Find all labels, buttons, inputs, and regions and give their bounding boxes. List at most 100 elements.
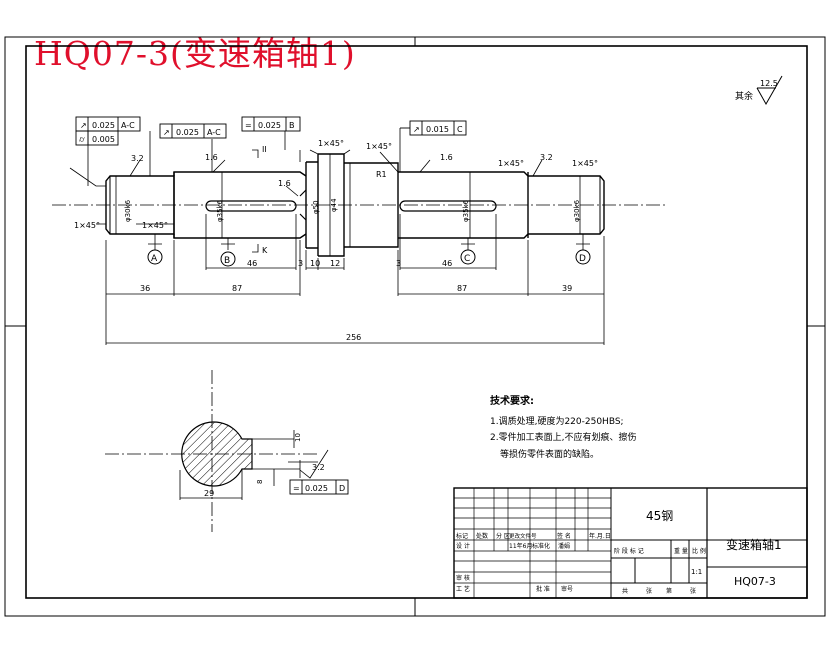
svg-text:设 计: 设 计: [456, 542, 470, 550]
roughness-rest: 其余 12.5: [735, 75, 783, 106]
svg-text:标记: 标记: [456, 532, 468, 540]
svg-text:潘娟: 潘娟: [558, 542, 570, 550]
material: 45钢: [646, 509, 673, 523]
svg-text:87: 87: [232, 284, 242, 293]
svg-text:审号: 审号: [561, 585, 573, 593]
svg-text:1×45°: 1×45°: [74, 221, 100, 230]
svg-text:签 名: 签 名: [557, 532, 571, 540]
svg-text:R1: R1: [376, 170, 387, 179]
svg-text:0.025: 0.025: [305, 484, 328, 493]
svg-text:0.025: 0.025: [258, 121, 281, 130]
svg-text:工 艺: 工 艺: [456, 585, 470, 593]
svg-text:0.025: 0.025: [176, 128, 199, 137]
svg-text:↗: ↗: [163, 128, 170, 137]
scale-value: 1:1: [691, 568, 702, 576]
svg-text:1×45°: 1×45°: [366, 142, 392, 151]
svg-text:A-C: A-C: [121, 121, 135, 130]
svg-text:技术要求:: 技术要求:: [490, 394, 534, 407]
datum-c: C: [464, 254, 470, 264]
svg-text:1×45°: 1×45°: [142, 221, 168, 230]
svg-text:II: II: [262, 145, 267, 154]
fcf-1: [75, 116, 141, 146]
svg-text:8: 8: [256, 480, 264, 484]
svg-text:=: =: [293, 484, 300, 493]
svg-text:张: 张: [690, 587, 696, 595]
svg-text:1.6: 1.6: [205, 153, 218, 162]
svg-text:3.2: 3.2: [540, 153, 553, 162]
title-block-cells: 标记 处数 分 区 更改文件号 签 名 年.月.日 设 计 11年6月 标准化 …: [456, 532, 706, 595]
outer-border: [4, 36, 826, 617]
svg-text:φ35k6: φ35k6: [216, 199, 224, 222]
svg-text:87: 87: [457, 284, 467, 293]
svg-text:=: =: [245, 121, 252, 130]
svg-text:φ30k6: φ30k6: [573, 199, 581, 222]
svg-text:↗: ↗: [413, 125, 420, 134]
drawing-title: HQ07-3(变速箱轴1): [34, 34, 356, 73]
svg-text:φ30k6: φ30k6: [124, 199, 132, 222]
svg-text:D: D: [339, 484, 345, 493]
svg-text:1×45°: 1×45°: [572, 159, 598, 168]
svg-text:标准化: 标准化: [532, 542, 550, 550]
title-block: [453, 487, 808, 599]
svg-text:39: 39: [562, 284, 572, 293]
svg-text:46: 46: [247, 259, 257, 268]
svg-text:重 量: 重 量: [674, 547, 688, 555]
svg-text:分 区: 分 区: [496, 532, 510, 540]
fcf-3: [241, 116, 301, 132]
svg-text:3.2: 3.2: [131, 154, 144, 163]
keyways: [205, 189, 497, 221]
svg-text:↗: ↗: [80, 121, 87, 130]
svg-text:11年6月: 11年6月: [509, 542, 532, 550]
svg-text:年.月.日: 年.月.日: [589, 532, 611, 540]
svg-text:阶 段 标 记: 阶 段 标 记: [614, 547, 644, 555]
dimension-lines: [105, 154, 605, 345]
svg-text:A-C: A-C: [207, 128, 221, 137]
svg-text:批 准: 批 准: [536, 585, 550, 593]
svg-text:46: 46: [442, 259, 452, 268]
svg-text:0.005: 0.005: [92, 135, 115, 144]
diameter-labels: φ30k6 φ35k6 φ50 φ44 φ35k6 φ30k6: [124, 198, 581, 222]
svg-text:1×45°: 1×45°: [498, 159, 524, 168]
svg-text:256: 256: [346, 333, 361, 342]
technical-requirements: 技术要求: 1.调质处理,硬度为220-250HBS; 2.零件加工表面上,不应…: [490, 394, 636, 460]
svg-text:0.025: 0.025: [92, 121, 115, 130]
datum-markers: [147, 249, 591, 267]
svg-text:共: 共: [622, 587, 628, 595]
datum-and-leader-lines: [69, 128, 590, 253]
svg-text:3: 3: [298, 259, 303, 268]
svg-text:φ44: φ44: [330, 198, 338, 212]
svg-text:10: 10: [294, 433, 302, 442]
part-name: 变速箱轴1: [726, 537, 782, 552]
datum-d: D: [579, 254, 586, 264]
datum-a: A: [151, 254, 158, 264]
svg-text:审 核: 审 核: [456, 574, 470, 582]
svg-text:φ35k6: φ35k6: [462, 199, 470, 222]
svg-text:12.5: 12.5: [760, 79, 778, 88]
svg-text:3: 3: [396, 259, 401, 268]
svg-text:1×45°: 1×45°: [318, 139, 344, 148]
svg-text:12: 12: [330, 259, 340, 268]
svg-text:1.6: 1.6: [440, 153, 453, 162]
fcf-4: [400, 120, 467, 136]
svg-text:K: K: [262, 246, 268, 255]
svg-text:张: 张: [646, 587, 652, 595]
svg-text:3.2: 3.2: [312, 463, 325, 472]
svg-text:等损伤零件表面的缺陷。: 等损伤零件表面的缺陷。: [500, 448, 599, 460]
centerlines: [52, 204, 665, 532]
roughness-marks: 3.2 1.6 1.6 3.2 3.2: [131, 153, 553, 472]
cross-section: 8 10 = 0.025 D: [179, 421, 349, 500]
svg-text:C: C: [457, 125, 463, 134]
svg-text:10: 10: [310, 259, 320, 268]
svg-text:1.调质处理,硬度为220-250HBS;: 1.调质处理,硬度为220-250HBS;: [490, 415, 624, 427]
section-markers: II K R1 1.6: [262, 145, 387, 255]
svg-text:1.6: 1.6: [278, 179, 291, 188]
svg-text:0.015: 0.015: [426, 125, 449, 134]
svg-text:2.零件加工表面上,不应有划痕、擦伤: 2.零件加工表面上,不应有划痕、擦伤: [490, 431, 636, 443]
chamfer-labels: 1×45° 1×45° 1×45° 1×45° 1×45° 1×45°: [74, 139, 598, 230]
svg-text:φ50: φ50: [312, 200, 320, 214]
fcf-2: [159, 123, 227, 139]
svg-text:更改文件号: 更改文件号: [509, 532, 537, 540]
svg-text:处数: 处数: [476, 532, 488, 540]
svg-text:其余: 其余: [735, 90, 753, 102]
